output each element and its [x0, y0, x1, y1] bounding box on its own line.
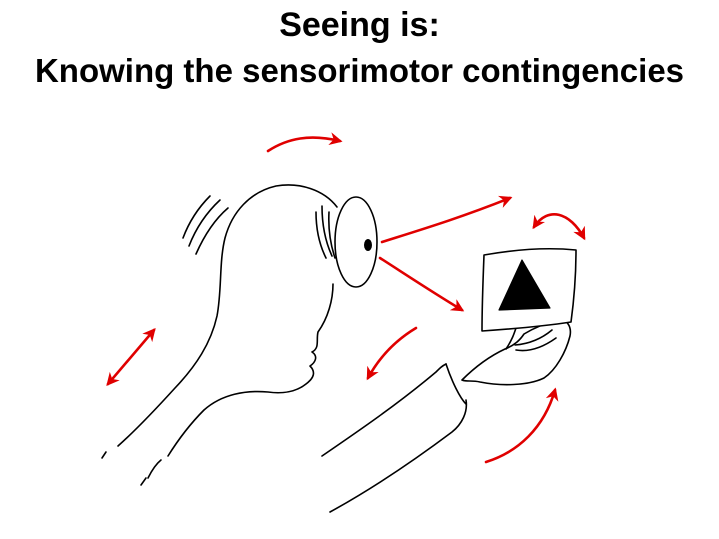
eye-pupil [364, 239, 372, 251]
arm-lower-line [329, 399, 468, 513]
card-with-triangle [481, 248, 577, 332]
arrow-body-move [106, 328, 156, 386]
head-outline [117, 184, 338, 447]
hair-strand [328, 211, 336, 259]
glasses-lens [334, 196, 378, 288]
hair-strand [188, 199, 221, 247]
hand-outline [461, 318, 572, 386]
triangle-icon [498, 259, 551, 311]
shoulder-line [147, 459, 162, 479]
hair-strand [182, 195, 211, 239]
body-dash [101, 451, 107, 459]
arrow-arm-pull [366, 326, 418, 381]
arm-upper-line [321, 363, 447, 457]
arrow-gaze-down [378, 256, 465, 312]
finger-line [514, 329, 553, 346]
arrow-gaze-up [380, 195, 513, 244]
finger-line [515, 337, 557, 352]
hair-strand [315, 211, 327, 259]
thumb-line [505, 327, 517, 350]
face-profile [167, 283, 334, 457]
hair-strand [321, 205, 333, 257]
body-dash [140, 477, 147, 486]
arrow-head-turn [266, 132, 343, 153]
title-line-1: Seeing is: [279, 6, 440, 44]
arrow-hand-lift [484, 387, 559, 464]
title-line-2: Knowing the sensorimotor contingencies [34, 52, 685, 89]
sleeve-cuff [445, 363, 467, 405]
hair-strand [195, 207, 229, 255]
arrow-card-rotate [532, 213, 586, 241]
